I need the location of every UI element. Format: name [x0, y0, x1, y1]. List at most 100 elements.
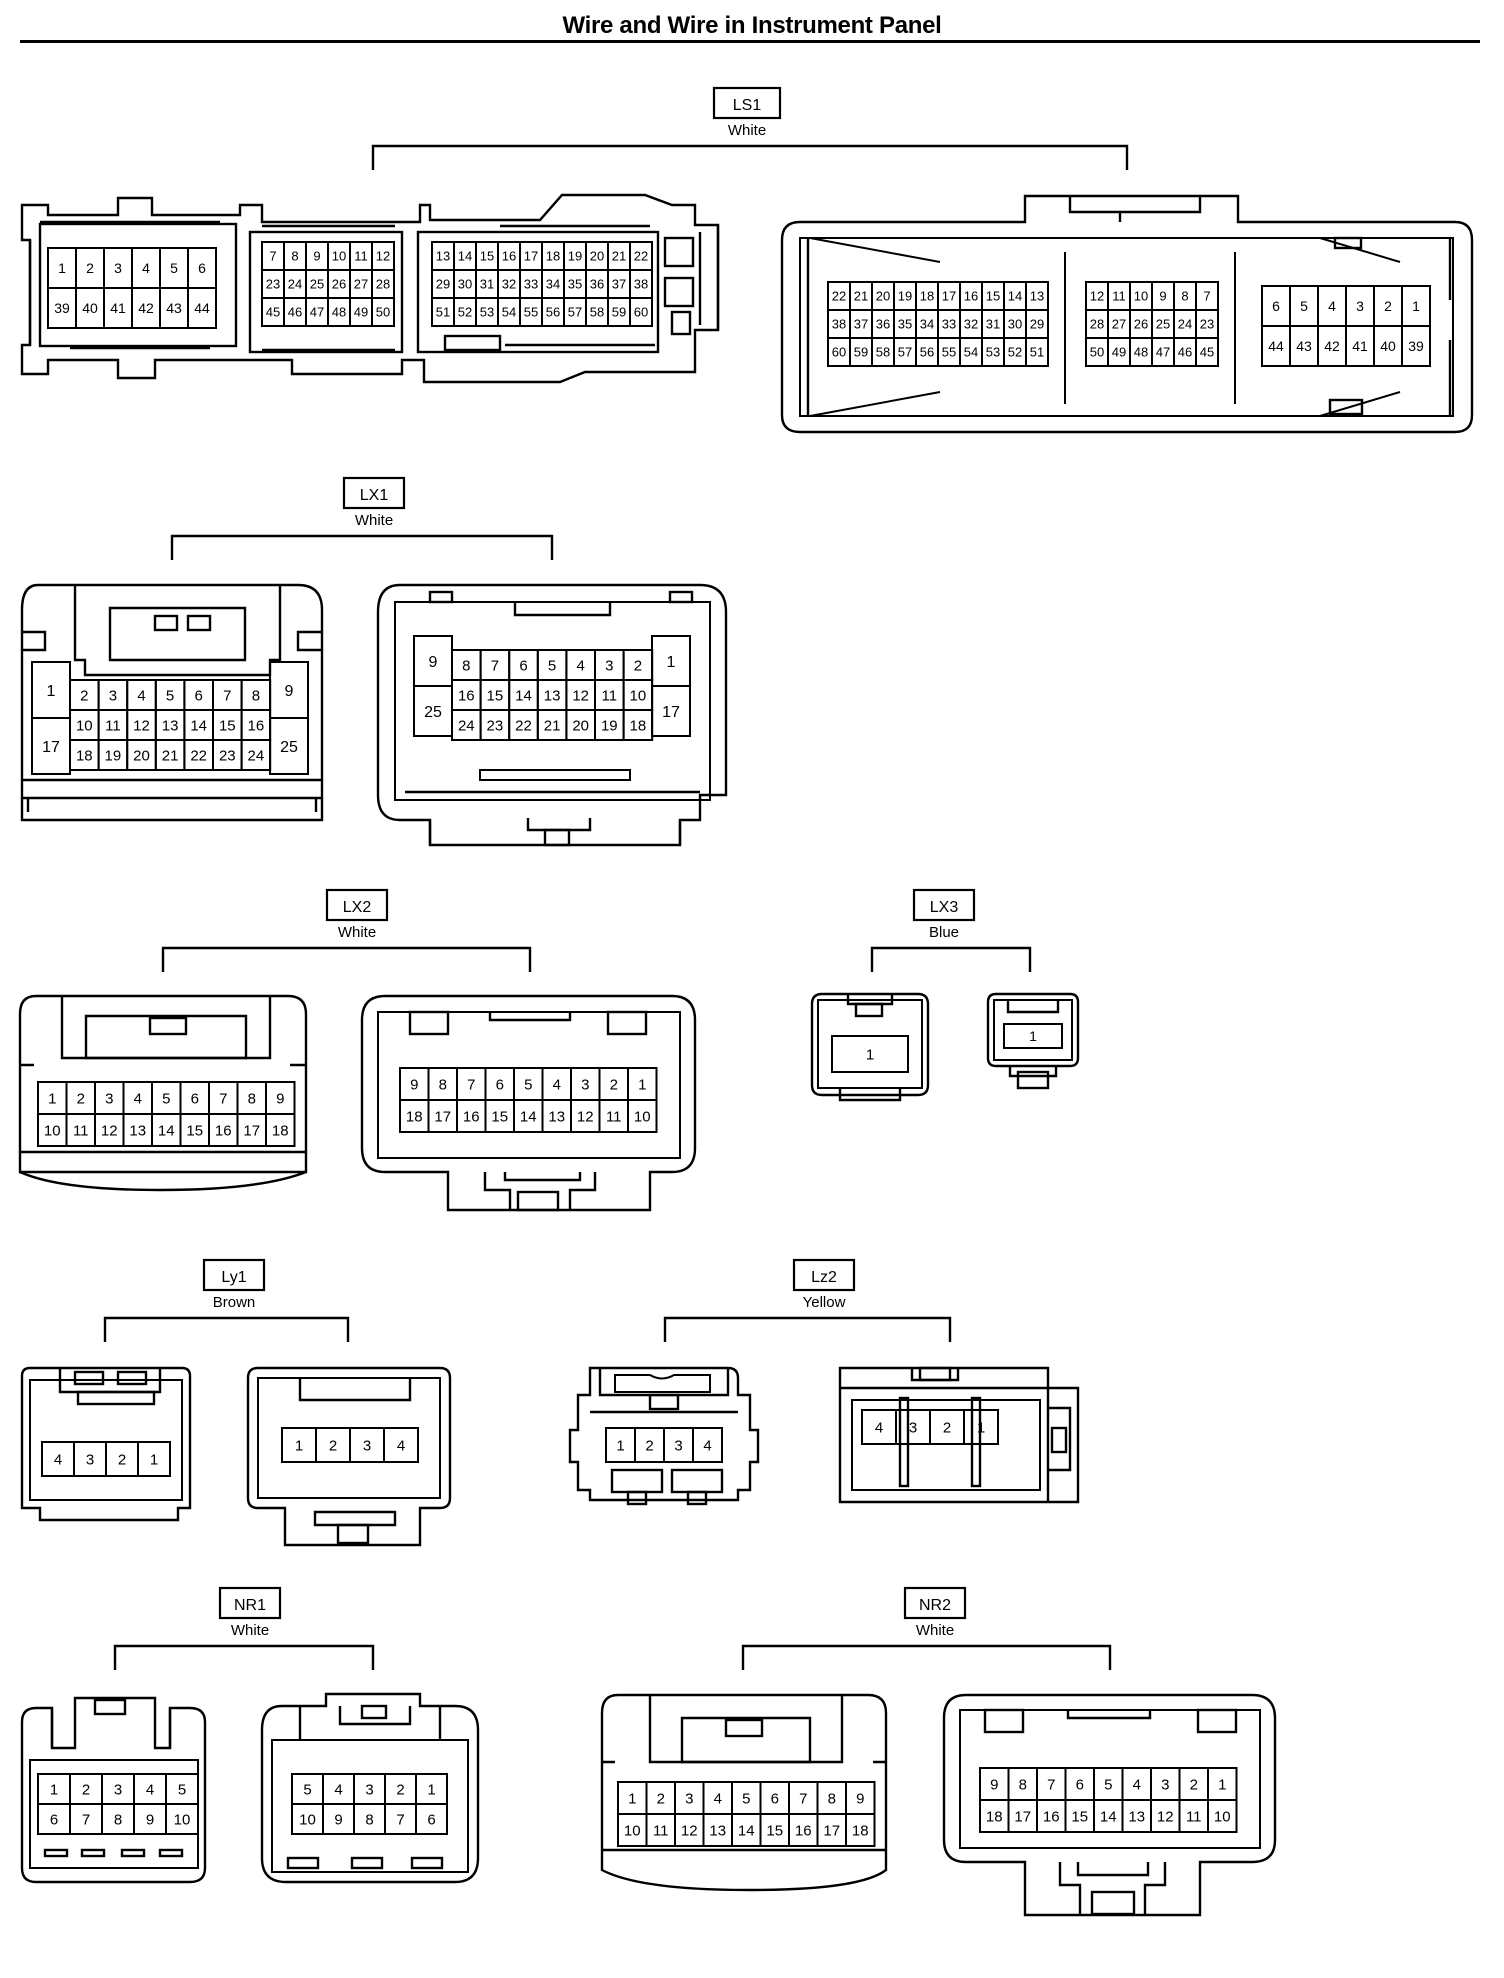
pin-number: 14: [190, 717, 207, 734]
pin-number: 35: [898, 317, 912, 332]
pin-number: 3: [114, 1781, 122, 1798]
pin-number: 17: [243, 1122, 260, 1139]
pin-number: 2: [943, 1419, 951, 1436]
pin-number: 28: [376, 277, 390, 292]
pin-number: 9: [1159, 289, 1166, 304]
pin-number: 1: [427, 1781, 435, 1798]
pin-number: 10: [76, 717, 93, 734]
pin-number: 16: [795, 1822, 812, 1839]
connector-bracket: [161, 946, 532, 972]
pin-number: 4: [714, 1790, 722, 1807]
pin-number: 2: [80, 687, 88, 704]
pin-number: 40: [82, 300, 98, 316]
pin-number: 14: [158, 1122, 175, 1139]
pin-number: 10: [624, 1822, 641, 1839]
pin-number: 49: [1112, 345, 1126, 360]
pin-number: 1: [866, 1046, 874, 1063]
connector-half-ls1-left: [20, 193, 720, 384]
pin-cell: [1025, 337, 1049, 367]
pin-number: 7: [223, 687, 231, 704]
pin-number: 5: [303, 1781, 311, 1798]
pin-number: 4: [553, 1076, 561, 1093]
pin-number: 32: [502, 277, 516, 292]
pin-number: 22: [634, 249, 648, 264]
pin-number: 45: [266, 305, 280, 320]
pin-number: 18: [852, 1822, 869, 1839]
connector-color: Yellow: [803, 1294, 846, 1311]
pin-number: 24: [248, 747, 265, 764]
pin-number: 4: [1328, 298, 1336, 314]
pin-number: 17: [942, 289, 956, 304]
pin-cell: [622, 709, 654, 741]
pin-number: 7: [799, 1790, 807, 1807]
pin-number: 3: [1356, 298, 1364, 314]
pin-number: 13: [548, 1108, 565, 1125]
pin-cell: [831, 1035, 909, 1073]
pin-number: 29: [436, 277, 450, 292]
pin-number: 18: [272, 1122, 289, 1139]
pin-number: 10: [1214, 1808, 1231, 1825]
pin-number: 2: [1384, 298, 1392, 314]
pin-number: 16: [463, 1108, 480, 1125]
pin-number: 42: [1324, 338, 1340, 354]
connector-bracket: [113, 1644, 375, 1670]
pin-cell: [1003, 1023, 1063, 1049]
pin-number: 12: [1157, 1808, 1174, 1825]
pin-number: 1: [1029, 1028, 1037, 1044]
pin-number: 19: [105, 747, 122, 764]
connector-color: Brown: [213, 1294, 256, 1311]
pin-number: 43: [1296, 338, 1312, 354]
pin-number: 11: [73, 1122, 89, 1139]
pin-number: 4: [875, 1419, 883, 1436]
pin-number: 33: [524, 277, 538, 292]
pin-number: 11: [1186, 1808, 1202, 1825]
pin-number: 5: [742, 1790, 750, 1807]
pin-number: 2: [118, 1451, 126, 1468]
pin-number: 13: [436, 249, 450, 264]
pin-number: 50: [1090, 345, 1104, 360]
pin-number: 12: [376, 249, 390, 264]
pin-number: 18: [406, 1108, 423, 1125]
pin-number: 4: [577, 657, 585, 674]
pin-number: 10: [630, 687, 647, 704]
connector-half-lx1-right: [376, 583, 728, 847]
pin-number: 49: [354, 305, 368, 320]
pin-number: 31: [480, 277, 494, 292]
pin-number: 18: [546, 249, 560, 264]
pin-number: 1: [48, 1090, 56, 1107]
pin-number: 2: [610, 1076, 618, 1093]
pin-number: 23: [487, 717, 504, 734]
pin-number: 1: [47, 683, 56, 700]
pin-number: 18: [76, 747, 93, 764]
connector-color: White: [355, 512, 393, 529]
pin-number: 9: [313, 249, 320, 264]
pin-number: 6: [195, 687, 203, 704]
pin-number: 9: [285, 683, 294, 700]
pin-number: 8: [291, 249, 298, 264]
pin-number: 15: [491, 1108, 508, 1125]
pin-number: 3: [114, 260, 122, 276]
connector-bracket: [663, 1316, 952, 1342]
connector-half-nr2-left: [600, 1693, 888, 1892]
connector-half-ly1-left: [20, 1366, 192, 1522]
connector-id-box: [202, 1258, 266, 1292]
pin-number: 2: [86, 260, 94, 276]
connector-half-lx2-left: [18, 994, 308, 1192]
connector-color: White: [916, 1622, 954, 1639]
pin-cell: [627, 1099, 658, 1133]
pin-number: 10: [1134, 289, 1148, 304]
pin-number: 9: [334, 1811, 342, 1828]
pin-number: 11: [1112, 289, 1126, 304]
pin-number: 3: [581, 1076, 589, 1093]
pin-number: 46: [288, 305, 302, 320]
pin-number: 19: [601, 717, 618, 734]
pin-number: 3: [365, 1781, 373, 1798]
connector-lx2: LX2 White: [18, 888, 697, 1212]
connector-half-lz2-left: [568, 1366, 760, 1506]
pin-number: 41: [110, 300, 126, 316]
